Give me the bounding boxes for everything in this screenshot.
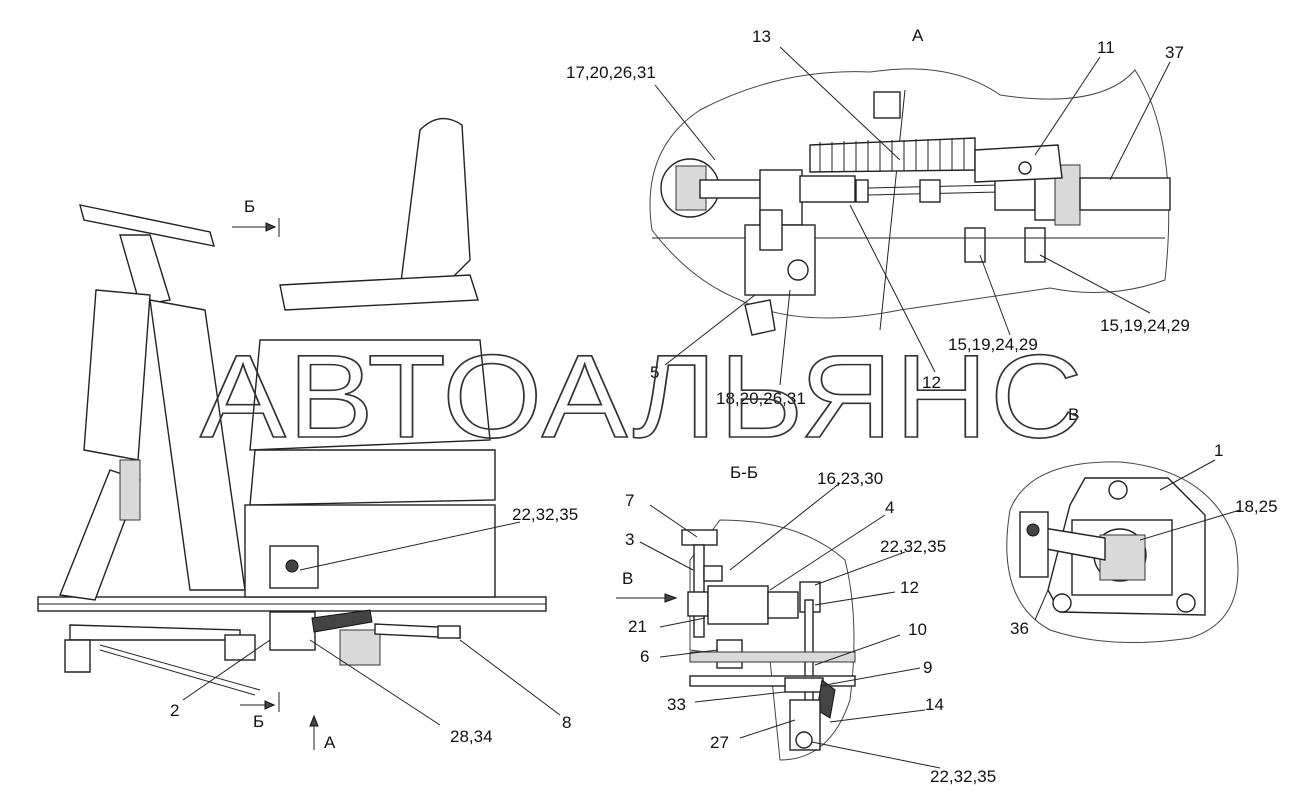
callout-8: 8	[562, 713, 571, 732]
leader-lines	[182, 46, 1241, 769]
callout-5: 5	[650, 363, 659, 382]
callout-22-32-35-main: 22,32,35	[512, 505, 578, 524]
callout-17-20-26-31: 17,20,26,31	[566, 63, 656, 82]
callout-9: 9	[923, 658, 932, 677]
callout-4: 4	[885, 498, 894, 517]
callout-1: 1	[1214, 441, 1223, 460]
section-b-b-detail: В	[616, 519, 856, 761]
callout-22-32-35-bb-top: 22,32,35	[880, 537, 946, 556]
callout-15-19-24-29-right: 15,19,24,29	[1100, 316, 1190, 335]
view-arrow-label-v: В	[622, 569, 633, 588]
view-label-a-bottom: А	[324, 733, 336, 752]
watermark-text: АВТОАЛЬЯНС	[200, 331, 1085, 463]
callout-12-bb: 12	[900, 578, 919, 597]
callout-7: 7	[625, 491, 634, 510]
callout-11: 11	[1097, 38, 1115, 57]
callout-16-23-30: 16,23,30	[817, 469, 883, 488]
section-label-b-top: Б	[244, 197, 255, 216]
view-title-v: В	[1068, 405, 1079, 424]
callout-37: 37	[1165, 43, 1184, 62]
callout-18-25: 18,25	[1235, 497, 1278, 516]
view-a-detail	[649, 68, 1171, 336]
view-title-a: А	[912, 26, 924, 45]
callout-28-34: 28,34	[450, 727, 493, 746]
callout-2: 2	[170, 701, 179, 720]
section-marker-b-top: Б	[232, 197, 280, 237]
view-marker-a-bottom: А	[309, 714, 336, 752]
callout-18-20-26-31: 18,20,26,31	[716, 389, 806, 408]
section-label-b-bottom: Б	[253, 712, 264, 731]
callout-22-32-35-bb-bottom: 22,32,35	[930, 767, 996, 786]
main-side-view	[37, 117, 547, 696]
callout-10: 10	[908, 620, 927, 639]
callout-33: 33	[667, 695, 686, 714]
callout-3: 3	[625, 530, 634, 549]
callout-27: 27	[710, 733, 729, 752]
callout-14: 14	[925, 695, 944, 714]
callout-13: 13	[752, 27, 771, 46]
callout-labels: 17,20,26,31 13 11 37 15,19,24,29 15,19,2…	[170, 27, 1278, 786]
callout-36: 36	[1010, 619, 1029, 638]
callout-21: 21	[628, 617, 647, 636]
view-title-b-b: Б-Б	[730, 463, 758, 482]
callout-12-top: 12	[922, 373, 941, 392]
section-marker-b-bottom: Б	[240, 692, 280, 731]
callout-15-19-24-29-left: 15,19,24,29	[948, 335, 1038, 354]
view-v-detail	[1006, 461, 1239, 643]
spring-coils	[819, 138, 965, 172]
callout-6: 6	[640, 647, 649, 666]
